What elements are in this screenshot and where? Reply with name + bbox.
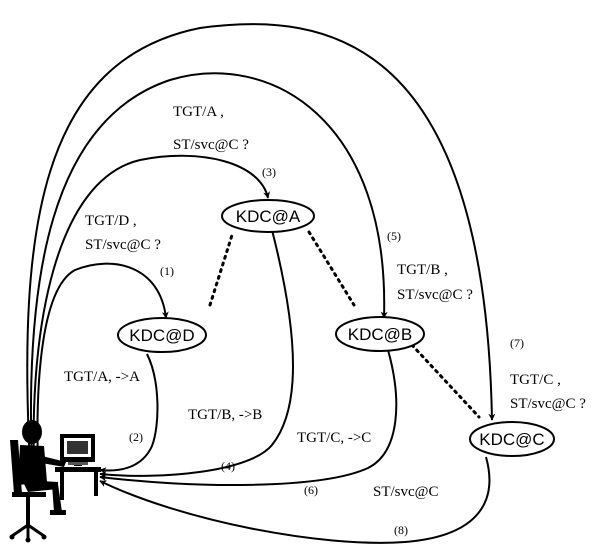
reply-4-step: (4) (221, 459, 235, 473)
reply-arrow-6 (99, 349, 398, 486)
request-7-line1: TGT/C , (510, 372, 561, 388)
kdc-label-a: KDC@A (236, 207, 301, 226)
request-label-3: TGT/A , ST/svc@C ? (3) (173, 104, 276, 179)
reply-label-4: TGT/B, ->B (4) (188, 407, 262, 473)
request-7-line2: ST/svc@C ? (510, 396, 586, 412)
request-1-step: (1) (160, 264, 174, 278)
request-label-1: TGT/D , ST/svc@C ? (1) (85, 213, 174, 278)
request-arrow-3 (32, 154, 271, 466)
kdc-label-b: KDC@B (348, 325, 413, 344)
request-1-line2: ST/svc@C ? (85, 237, 161, 253)
reply-arcs (99, 229, 491, 544)
trust-link-a-b (307, 230, 356, 307)
reply-arrow-4 (99, 229, 294, 479)
request-arrow-5 (29, 72, 388, 466)
reply-8-step: (8) (394, 523, 408, 537)
request-arrow-7 (26, 23, 496, 466)
user-at-workstation-icon (9, 420, 101, 543)
reply-6-text: TGT/C, ->C (297, 430, 371, 446)
reply-label-6: TGT/C, ->C (6) (297, 430, 371, 497)
reply-4-text: TGT/B, ->B (188, 407, 262, 423)
trust-link-d-a (208, 230, 235, 307)
reply-2-step: (2) (129, 430, 143, 444)
kdc-node-a: KDC@A (221, 199, 315, 233)
reply-6-step: (6) (304, 483, 318, 497)
reply-arrow-8 (99, 456, 491, 544)
request-1-line1: TGT/D , (85, 213, 137, 229)
kdc-node-c: KDC@C (469, 421, 555, 457)
request-5-step: (5) (387, 229, 401, 243)
request-3-step: (3) (262, 165, 276, 179)
kdc-label-c: KDC@C (479, 430, 544, 449)
kdc-node-d: KDC@D (117, 317, 207, 353)
request-3-line1: TGT/A , (173, 104, 224, 120)
reply-arrow-2 (99, 353, 159, 475)
reply-label-8: ST/svc@C (8) (373, 484, 439, 537)
reply-2-text: TGT/A, ->A (64, 369, 140, 385)
kdc-node-b: KDC@B (335, 316, 425, 352)
request-arrow-1 (36, 262, 169, 466)
request-label-7: (7) TGT/C , ST/svc@C ? (510, 336, 586, 412)
request-5-line2: ST/svc@C ? (397, 287, 473, 303)
trust-link-b-c (410, 343, 481, 419)
trust-links (208, 230, 481, 419)
request-3-line2: ST/svc@C ? (173, 137, 249, 153)
request-7-step: (7) (510, 336, 524, 350)
request-5-line1: TGT/B , (397, 262, 448, 278)
reply-label-2: TGT/A, ->A (2) (64, 369, 143, 444)
request-label-5: (5) TGT/B , ST/svc@C ? (387, 229, 473, 303)
kdc-label-d: KDC@D (129, 326, 194, 345)
request-arcs (26, 23, 496, 466)
reply-8-text: ST/svc@C (373, 484, 439, 500)
